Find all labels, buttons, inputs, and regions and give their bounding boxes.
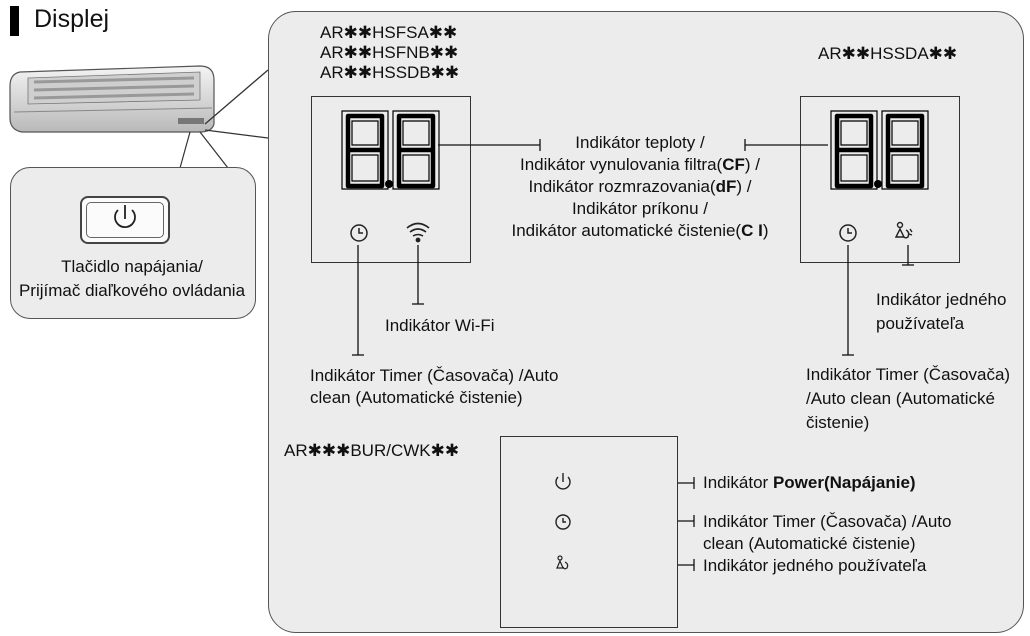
timer-icon <box>555 514 571 530</box>
indoor-unit-illustration <box>9 65 269 169</box>
single-user-indicator-label-1: Indikátor jedného <box>876 290 1007 309</box>
timer-indicator-bottom-label-1: Indikátor Timer (Časovača) /Auto <box>703 512 952 531</box>
cf-code: CF <box>722 155 745 174</box>
wifi-indicator-label: Indikátor Wi-Fi <box>385 316 495 335</box>
auto-clean-indicator-label: Indikátor automatické čistenie(C I) <box>511 221 769 240</box>
timer-indicator-right-label-3: čistenie) <box>806 413 870 432</box>
temperature-indicator-label: Indikátor teploty / <box>575 133 705 152</box>
timer-indicator-left-label-2: clean (Automatické čistenie) <box>310 388 523 407</box>
title-marker <box>10 6 19 36</box>
timer-indicator-right-label-2: /Auto clean (Automatické <box>806 389 995 408</box>
model-bottom: AR✱✱✱BUR/CWK✱✱ <box>284 441 460 460</box>
power-button-label-2: Prijímač diaľkového ovládania <box>18 281 246 300</box>
single-user-indicator-label-2: používateľa <box>876 314 965 333</box>
model-name: AR✱✱HSSDB✱✱ <box>320 63 460 82</box>
timer-indicator-right-label-1: Indikátor Timer (Časovača) <box>806 365 1011 384</box>
single-user-icon <box>556 555 569 570</box>
timer-indicator-left-label-1: Indikátor Timer (Časovača) /Auto <box>310 366 559 385</box>
bottom-panel-icons <box>555 473 571 570</box>
single-user-icon <box>894 221 913 239</box>
power-button-label-1: Tlačidlo napájania/ <box>61 257 203 276</box>
df-code: dF <box>715 177 737 196</box>
model-name: AR✱✱HSFSA✱✱ <box>320 23 458 42</box>
power-button[interactable] <box>80 196 170 244</box>
indicator-panel-bottom <box>500 436 678 628</box>
page-title: Displej <box>34 5 110 33</box>
single-user-indicator-bottom-label: Indikátor jedného používateľa <box>703 556 927 575</box>
model-right: AR✱✱HSSDA✱✱ <box>818 44 958 63</box>
power-indicator-label: Indikátor Power(Napájanie) <box>703 473 916 492</box>
model-list-left: AR✱✱HSFSA✱✱ AR✱✱HSFNB✱✱ AR✱✱HSSDB✱✱ <box>320 23 459 83</box>
display-left <box>311 96 471 263</box>
display-right <box>800 96 960 263</box>
timer-icon <box>839 224 857 242</box>
power-icon <box>555 473 571 490</box>
timer-icon <box>350 224 368 242</box>
filter-reset-indicator-label: Indikátor vynulovania filtra(CF) / <box>520 155 760 174</box>
timer-indicator-bottom-label-2: clean (Automatické čistenie) <box>703 534 916 553</box>
ci-code: C I <box>741 221 763 240</box>
seven-segment-display-left <box>341 110 440 243</box>
power-indicator-bold: Power(Napájanie) <box>772 473 916 492</box>
defrost-indicator-label: Indikátor rozmrazovania(dF) / <box>528 177 752 196</box>
power-icon <box>114 205 136 229</box>
wifi-icon <box>406 222 430 243</box>
model-name: AR✱✱HSFNB✱✱ <box>320 43 459 62</box>
seven-segment-display-right <box>830 110 929 242</box>
power-consumption-indicator-label: Indikátor príkonu / <box>571 199 709 218</box>
